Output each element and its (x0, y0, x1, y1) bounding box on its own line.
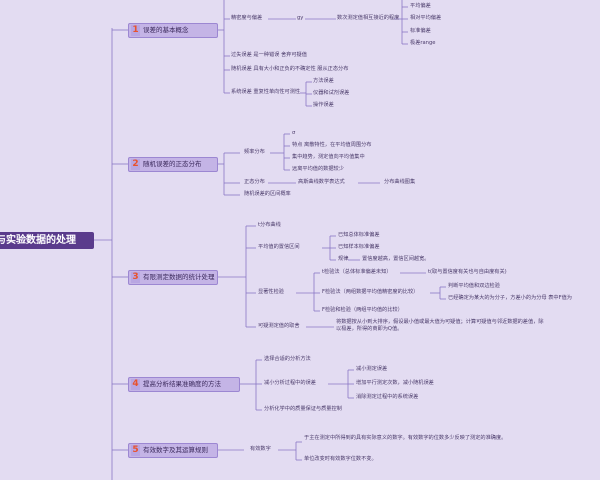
node-qc[interactable]: 分析化学中的质量保证与质量控制 (264, 406, 342, 412)
node-feature[interactable]: 特点 离散特性，在平均值周围分布 (292, 142, 372, 148)
node-gy-desc[interactable]: 数次测定值相互接近的程度 (337, 15, 400, 21)
category-4-label: 提高分析结果准确度的方法 (143, 380, 221, 388)
category-5-label: 有效数字及其运算规则 (143, 446, 208, 454)
node-gauss[interactable]: 高斯曲线数学表达式 (298, 179, 345, 185)
node-judge2[interactable]: 已经确定为某大的为分子，方差小的为分母 表中F值为 (448, 295, 572, 301)
category-2-label: 随机误差的正态分布 (143, 160, 202, 168)
node-normal[interactable]: 正态分布 (244, 179, 265, 185)
node-range[interactable]: 极差range (410, 40, 436, 46)
node-increase-n[interactable]: 增加平行测定次数，减小随机误差 (356, 380, 434, 386)
node-method-error[interactable]: 方法误差 (313, 78, 334, 84)
node-f-mean[interactable]: F检验和检验（两组平均值的比较） (322, 307, 403, 313)
category-3-label: 有限测定数据的统计处理 (143, 273, 215, 281)
category-1-number: 1 (131, 25, 140, 36)
node-f-test[interactable]: F检验法（两组数据平均值精密度的比较） (322, 289, 419, 295)
node-t-curve[interactable]: t分布曲线 (258, 222, 281, 228)
node-mean-ci[interactable]: 平均值的置信区间 (258, 244, 300, 250)
category-3-number: 3 (131, 272, 140, 283)
category-2-number: 2 (131, 159, 140, 170)
node-gy[interactable]: gy (297, 15, 304, 21)
node-conf-rule[interactable]: 置信度越高，置信区间越宽。 (362, 256, 430, 262)
category-4-number: 4 (131, 379, 140, 390)
node-sig-fig-desc[interactable]: 于主在测定中所得到的具有实际意义的数字。有效数字的位数多少反映了测定的准确度。 (304, 435, 507, 441)
node-sig-fig[interactable]: 有效数字 (250, 446, 271, 452)
node-known-sigma[interactable]: 已知总体标准偏差 (338, 232, 380, 238)
node-reduce-error[interactable]: 减小分析过程中的误差 (264, 380, 316, 386)
node-gross-error[interactable]: 过失误差 是一种错误 舍弃可疑值 (231, 52, 307, 58)
category-1-label: 误差的基本概念 (143, 26, 189, 34)
node-freq-dist[interactable]: 频率分布 (244, 149, 265, 155)
node-grubbs[interactable]: 可疑测定值的取舍 (258, 323, 300, 329)
node-far-small[interactable]: 远离平均值的数据较少 (292, 166, 344, 172)
node-judge[interactable]: 判断平均值和双边检验 (448, 283, 500, 289)
node-random-error[interactable]: 随机误差 具有大小和正负的不确定性 服从正态分布 (231, 66, 349, 72)
node-unit-change[interactable]: 单位改变时有效数字位数不变。 (304, 456, 377, 462)
node-eliminate-sys[interactable]: 消除测定过程中的系统误差 (356, 394, 419, 400)
category-5-number: 5 (131, 445, 140, 456)
node-std-dev[interactable]: 标准偏差 (410, 28, 431, 34)
node-rule[interactable]: 规律 (338, 256, 349, 262)
node-instrument-error[interactable]: 仪器和试剂误差 (313, 90, 350, 96)
node-unknown-sigma[interactable]: 已知样本标准偏差 (338, 244, 380, 250)
node-random-prob[interactable]: 随机误差的区间概率 (244, 191, 291, 197)
node-operation-error[interactable]: 操作误差 (313, 102, 334, 108)
node-reduce-measurement[interactable]: 减小测定误差 (356, 366, 388, 372)
node-sig-test[interactable]: 显著性检验 (258, 289, 284, 295)
node-central[interactable]: 集中趋势，测定值向平均值集中 (292, 154, 365, 160)
node-select-method[interactable]: 选择合适的分析方法 (264, 356, 311, 362)
node-accuracy[interactable]: 精密度与偏差 (231, 15, 263, 21)
node-rel-mean-dev[interactable]: 相对平均偏差 (410, 15, 442, 21)
node-mean-dev[interactable]: 平均偏差 (410, 3, 431, 9)
node-dist-graph[interactable]: 分布曲线图集 (384, 179, 416, 185)
node-systematic-error[interactable]: 系统误差 重复性单向性可测性 (231, 89, 301, 95)
root-node[interactable]: 与实验数据的处理 (0, 232, 94, 249)
node-t-test-note[interactable]: t(取与置信度有关也与自由度有关) (428, 269, 507, 275)
node-t-test[interactable]: t检验法（总体标准偏差未知） (322, 269, 392, 275)
node-sigma[interactable]: σ (292, 130, 296, 136)
node-grubbs-desc[interactable]: 将数据按从小到大排序，假设最小值或最大值为可疑值；计算可疑值与邻近数据的差值，除… (336, 319, 544, 332)
